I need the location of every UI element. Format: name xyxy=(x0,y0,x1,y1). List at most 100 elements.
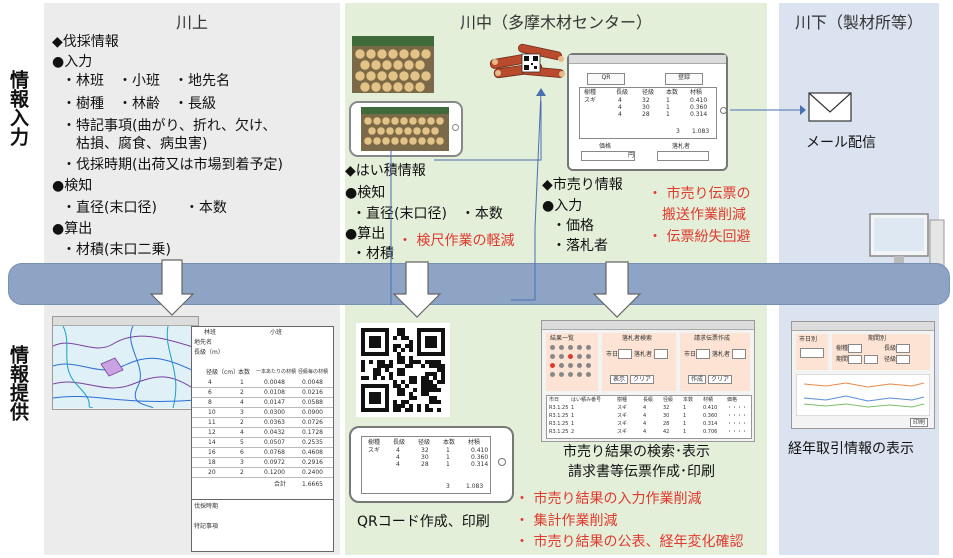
qr-module xyxy=(417,352,421,356)
qr-module xyxy=(397,404,401,408)
calendar-day[interactable] xyxy=(586,363,591,368)
qr-module xyxy=(381,328,385,332)
qr-read-button[interactable]: QR xyxy=(587,73,625,85)
qr-module xyxy=(361,408,365,412)
winner-search-show-button[interactable]: 表示 xyxy=(610,375,629,384)
history-period-panel: 期間別 樹種 長級 期間 径級 xyxy=(832,334,930,370)
qr-module xyxy=(393,384,397,388)
history-period-label: 期間 xyxy=(836,356,849,363)
history-period-to-field[interactable] xyxy=(864,355,878,364)
history-print-button[interactable]: 印刷 xyxy=(910,418,929,427)
qr-table-cell: 0.314 xyxy=(471,461,489,468)
qr-module xyxy=(413,396,417,400)
qr-module xyxy=(377,360,381,364)
calendar-day[interactable] xyxy=(568,345,573,350)
tablet-cell: 30 xyxy=(642,104,650,111)
calendar-day[interactable] xyxy=(559,354,564,359)
qr-module xyxy=(441,368,445,372)
calendar-day[interactable] xyxy=(550,345,555,350)
calendar-day[interactable] xyxy=(577,345,582,350)
register-button[interactable]: 登録 xyxy=(665,73,703,85)
calendar-day[interactable] xyxy=(577,363,582,368)
qr-module xyxy=(441,348,445,352)
results-cell: R3.1.25 xyxy=(549,413,569,419)
winner-search-marketday-field[interactable] xyxy=(618,349,632,359)
results-cell: 1 xyxy=(683,429,687,435)
results-header-cell: 径級 xyxy=(663,397,674,403)
form-special-label: 特記事項 xyxy=(194,523,219,530)
qr-module xyxy=(429,408,433,412)
form-row-line xyxy=(192,467,333,468)
qr-module xyxy=(369,336,373,340)
upstream-logging-info: ◆伐採情報 xyxy=(52,34,119,50)
qr-module xyxy=(361,396,365,400)
qr-table-cell: 4 xyxy=(396,461,400,468)
qr-module xyxy=(385,336,389,340)
history-period-from-field[interactable] xyxy=(848,355,862,364)
calendar-day[interactable] xyxy=(559,372,564,377)
qr-table-header: 材積 xyxy=(468,439,481,446)
history-caption: 経年取引情報の表示 xyxy=(788,441,914,457)
calendar-day[interactable] xyxy=(550,372,555,377)
results-cell: 1 xyxy=(683,421,687,427)
calendar-day[interactable] xyxy=(568,363,573,368)
results-cell: 0.706 xyxy=(703,429,718,435)
qr-module xyxy=(373,340,377,344)
mid-benefit-inspection: ・ 検尺作業の軽減 xyxy=(398,233,515,249)
history-diameter-field[interactable] xyxy=(896,355,910,364)
tablet-cell: 1 xyxy=(666,111,670,118)
winner-search-winner-field[interactable] xyxy=(654,349,668,359)
results-cell: 32 xyxy=(663,405,670,411)
tablet-row-species: スギ xyxy=(584,97,597,104)
qr-module xyxy=(385,400,389,404)
qr-module xyxy=(389,364,393,368)
qr-module xyxy=(373,372,377,376)
tablet-winner-field[interactable] xyxy=(657,151,709,161)
calendar-day[interactable] xyxy=(586,345,591,350)
form-rin-label: 林班 xyxy=(204,329,217,336)
qr-module xyxy=(385,384,389,388)
invoice-create-button[interactable]: 作成 xyxy=(688,375,707,384)
calendar-day[interactable] xyxy=(586,372,591,377)
calendar-day[interactable] xyxy=(586,354,591,359)
winner-search-clear-button[interactable]: クリア xyxy=(630,375,655,384)
tablet-cell: 4 xyxy=(618,97,622,104)
winner-search-title: 落札者検索 xyxy=(622,335,653,342)
calendar-day[interactable] xyxy=(568,354,573,359)
qr-module xyxy=(405,344,409,348)
qr-module xyxy=(361,392,365,396)
invoice-winner-field[interactable] xyxy=(732,349,746,359)
calendar-day[interactable] xyxy=(577,372,582,377)
form-cell: 0.0507 xyxy=(264,439,285,446)
qr-table-sum-count: 3 xyxy=(446,483,450,490)
calendar-day[interactable] xyxy=(577,354,582,359)
calendar-day[interactable] xyxy=(568,372,573,377)
calendar-day[interactable] xyxy=(559,345,564,350)
invoice-marketday-field[interactable] xyxy=(696,349,710,359)
calendar-day[interactable] xyxy=(559,363,564,368)
results-cell: 28 xyxy=(663,421,670,427)
results-cell: スギ xyxy=(617,429,628,435)
tablet-cell: 1 xyxy=(666,97,670,104)
form-cell: 1 xyxy=(240,379,244,386)
results-header-cell: 価格 xyxy=(727,397,738,403)
history-marketday-field[interactable] xyxy=(800,348,824,358)
qr-module xyxy=(433,396,437,400)
calendar-day[interactable] xyxy=(550,363,555,368)
qr-module xyxy=(361,388,365,392)
qr-module xyxy=(401,360,405,364)
form-cell: 0.0147 xyxy=(264,399,285,406)
tablet-price-field[interactable]: 円 xyxy=(581,151,635,161)
qr-module xyxy=(401,368,405,372)
invoice-clear-button[interactable]: クリア xyxy=(708,375,733,384)
history-species-field[interactable] xyxy=(848,344,862,353)
qr-module xyxy=(397,360,401,364)
tablet-cell: 32 xyxy=(642,97,650,104)
qr-module xyxy=(409,360,413,364)
history-length-field[interactable] xyxy=(896,344,910,353)
calendar-day[interactable] xyxy=(550,354,555,359)
qr-module xyxy=(401,404,405,408)
mid-benefit-result-2: ・ 市売り結果の公表、経年変化確認 xyxy=(515,534,744,550)
